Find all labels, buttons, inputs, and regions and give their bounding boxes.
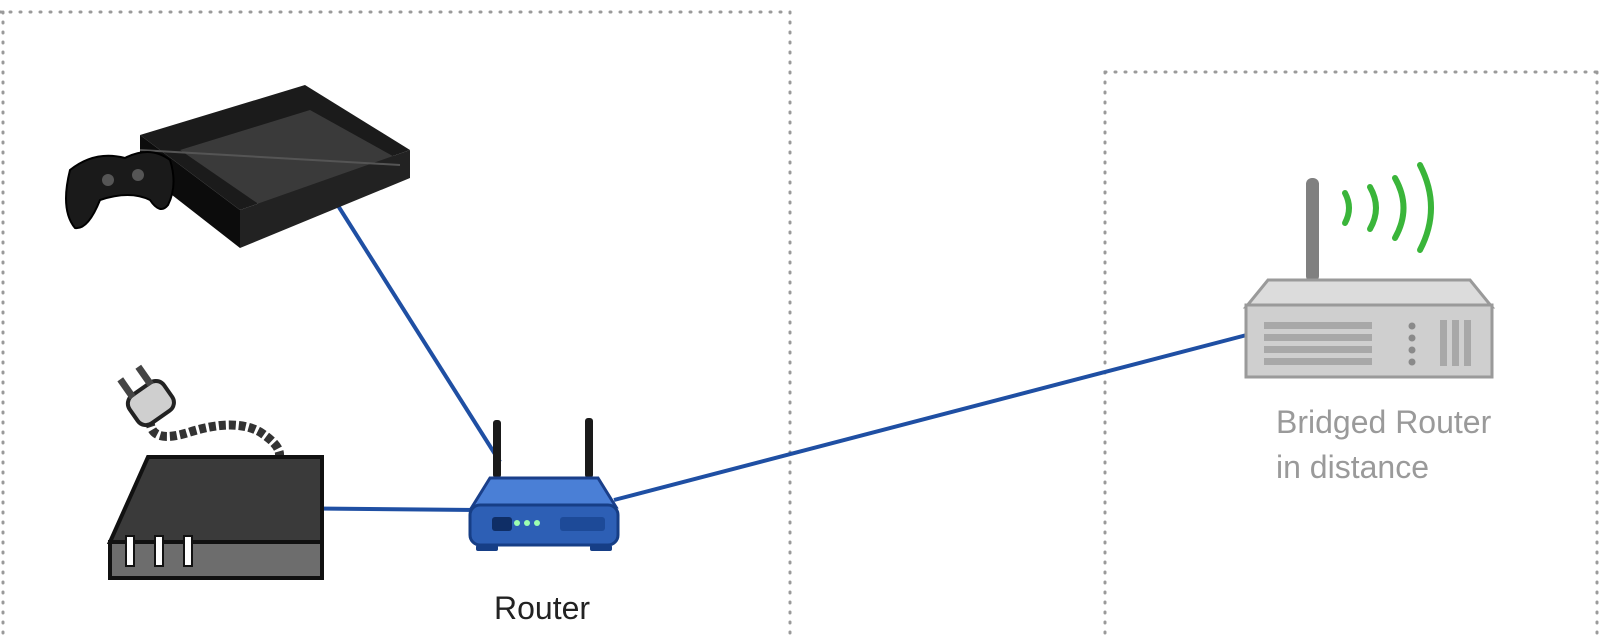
cable-console-to-router bbox=[328, 191, 502, 464]
wifi-signal-icon bbox=[1342, 162, 1434, 253]
game-console-icon bbox=[139, 85, 410, 248]
modem-icon bbox=[106, 455, 324, 580]
network-cables bbox=[261, 191, 1263, 512]
gamepad-icon bbox=[65, 151, 175, 230]
power-plug-icon bbox=[117, 364, 284, 463]
bridged-router-icon bbox=[1242, 178, 1496, 379]
bridged-router-label: Bridged Router in distance bbox=[1276, 400, 1491, 490]
remote-network-boundary bbox=[1103, 70, 1600, 640]
bridged-router-label-line1: Bridged Router bbox=[1276, 404, 1492, 440]
cable-router-to-bridged-router bbox=[613, 329, 1263, 502]
router-label: Router bbox=[494, 590, 591, 626]
wireless-router-icon bbox=[468, 418, 620, 551]
bridged-router-label-line2: in distance bbox=[1276, 449, 1429, 485]
local-network-boundary bbox=[0, 10, 792, 640]
